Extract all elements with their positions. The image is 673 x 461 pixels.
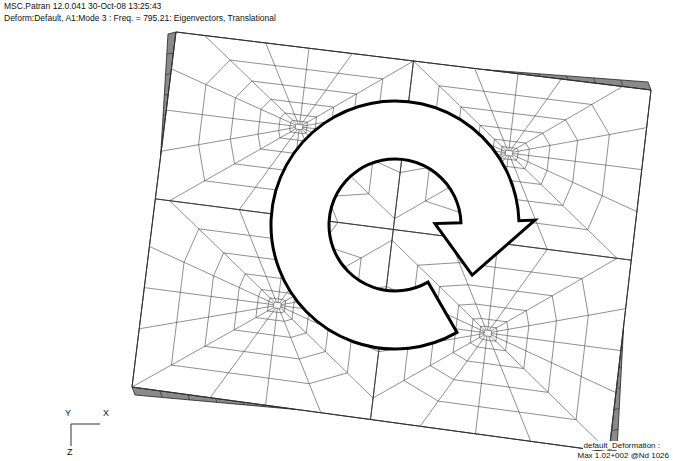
mesh-line	[295, 124, 303, 130]
mesh-line	[491, 337, 609, 452]
mesh-line	[509, 74, 518, 151]
thickness-line	[166, 73, 171, 74]
mesh-line	[489, 249, 547, 330]
mesh-line	[171, 69, 295, 125]
axis-line	[71, 424, 100, 425]
mesh-line	[489, 336, 531, 441]
rotation-arrow	[271, 101, 535, 349]
mesh-line	[512, 156, 617, 258]
mesh-line	[256, 290, 295, 322]
thickness-line	[611, 429, 618, 431]
mesh-line	[510, 79, 561, 151]
mesh-line	[166, 110, 295, 126]
mesh-line	[266, 308, 278, 405]
mesh-line	[475, 336, 487, 434]
mesh-line	[430, 285, 556, 393]
mesh-line	[491, 335, 616, 393]
mesh-line	[512, 87, 622, 151]
header-text: Deform:Default, A1:Mode 3 : Freq. = 795.…	[3, 14, 277, 24]
mesh-line	[491, 334, 620, 351]
mesh-line	[492, 309, 626, 333]
thickness-line	[621, 80, 624, 87]
thickness-line	[167, 53, 174, 55]
header-text: MSC.Patran 12.0.041 30-Oct-08 13:25:43	[3, 2, 162, 12]
mesh-line	[479, 326, 497, 341]
mesh-line	[420, 336, 485, 426]
thickness-line	[594, 78, 596, 83]
mesh-line	[505, 150, 513, 156]
axis-label: Y	[64, 408, 72, 418]
mesh-line	[484, 330, 492, 336]
finite-element-mesh	[132, 32, 651, 452]
mesh-line	[205, 35, 297, 124]
mesh-line	[273, 302, 281, 308]
mesh-line	[161, 128, 295, 152]
mesh-line	[170, 201, 275, 302]
deformed-plate	[132, 32, 651, 452]
mesh-line	[513, 153, 642, 169]
mesh-line	[453, 304, 529, 369]
plate-thickness	[132, 32, 651, 452]
mesh-line	[139, 306, 273, 329]
mesh-line	[501, 147, 519, 161]
axis-label: Z	[66, 447, 74, 457]
mesh-line	[279, 308, 321, 412]
axis-line	[71, 424, 72, 446]
thickness-line	[614, 408, 619, 409]
result-note: Max 1.02+002 @Nd 1026	[576, 451, 670, 460]
mesh-line	[210, 308, 275, 398]
mesh-line	[144, 288, 273, 305]
thickness-line	[160, 391, 163, 398]
thickness-line	[188, 395, 190, 400]
axis-triad	[71, 424, 100, 446]
mesh-line	[268, 298, 286, 313]
result-note: default_Deformation :	[583, 441, 662, 450]
axis-label: X	[102, 408, 110, 418]
mesh-line	[470, 319, 508, 351]
mesh-line	[290, 120, 308, 133]
mesh-line	[513, 128, 647, 153]
mesh-line	[300, 48, 309, 124]
mesh-line	[132, 308, 273, 387]
